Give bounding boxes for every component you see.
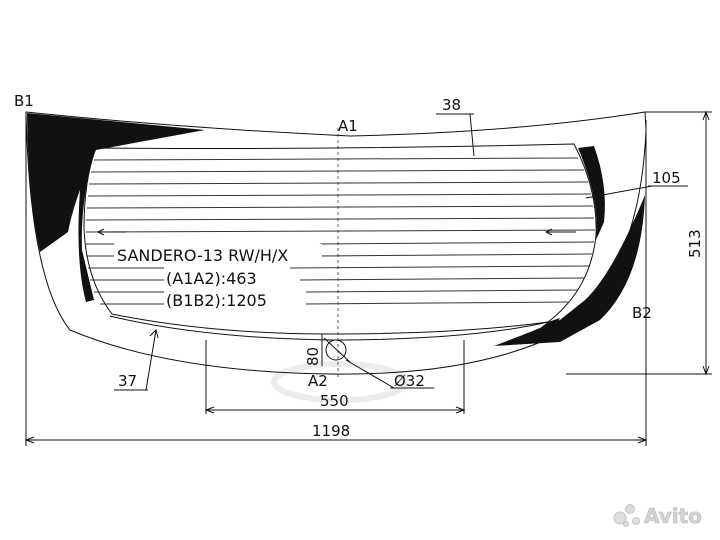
black-band-right-bottom [530,318,560,336]
hole-detail: 80 Ø32 [304,334,434,390]
avito-logo-icon [613,504,640,527]
black-band-right-upper [578,146,605,240]
b1b2-label: (B1B2):1205 [166,291,267,310]
label-b2: B2 [632,304,652,322]
avito-watermark: Avito [612,498,720,530]
dim-width: 1198 [24,112,648,446]
faint-logo [271,361,409,403]
lower-lip-line [109,315,549,341]
label-a1: A1 [338,117,358,135]
dim-top-band: 38 [436,96,475,157]
label-a2: A2 [308,372,328,390]
black-band-right [494,195,645,346]
dim-height: 513 [566,110,712,376]
dim-side-band: 105 [585,169,688,199]
dim-top-band-value: 38 [442,96,461,114]
dim-hole-span: 550 [204,340,466,414]
dim-bottom-band-value: 37 [118,372,137,390]
dim-hole-offset-value: 80 [304,347,322,366]
dim-hole-span-value: 550 [320,392,349,410]
dim-bottom-band: 37 [114,329,159,391]
dim-height-value: 513 [686,229,704,258]
label-b1: B1 [14,92,34,110]
dim-side-band-value: 105 [652,169,681,187]
heated-area-outline [83,143,597,335]
dim-hole-diameter-value: Ø32 [394,372,425,390]
black-band-left-inner [78,146,96,302]
connector-left-icon [97,228,126,236]
heater-grid [85,157,596,305]
avito-brand-text: Avito [644,504,702,528]
model-label: SANDERO-13 RW/H/X [117,246,288,265]
a1a2-label: (A1A2):463 [166,269,257,288]
connector-right-icon [545,228,576,236]
black-band-left [27,113,205,252]
dim-width-value: 1198 [312,422,350,440]
